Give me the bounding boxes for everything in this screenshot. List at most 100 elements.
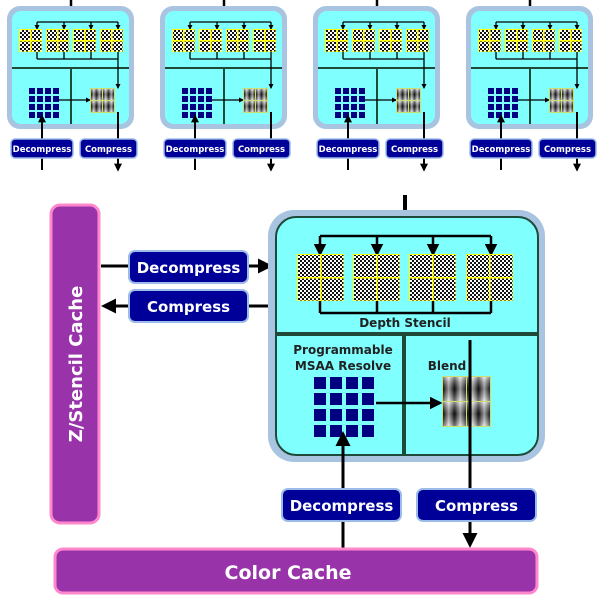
top-depth-stencil-tile-group [352,29,375,52]
depth-stencil-tile [31,30,42,40]
depth-stencil-tile [200,30,210,40]
blend-tile-shade [91,89,102,100]
msaa-sample-block [362,409,374,421]
msaa-sample-block [37,96,43,102]
blend-tile-shade [550,89,561,100]
depth-stencil-tile [467,255,489,277]
top-compress-label: Compress [544,145,591,155]
depth-stencil-tile [407,41,417,52]
color-compress-label: Compress [435,497,518,515]
depth-stencil-tile [58,30,69,40]
depth-stencil-tile [326,41,336,52]
msaa-sample-block [351,104,357,110]
msaa-sample-block [190,96,196,102]
z-decompress-label: Decompress [137,259,241,277]
msaa-sample-block [190,88,196,94]
depth-stencil-tile [490,255,513,277]
blend-tile-shade [244,89,255,100]
top-compress-box [538,138,597,159]
msaa-sample-block [45,88,51,94]
blend-tile-shade [397,89,408,100]
depth-stencil-tile [571,30,582,40]
msaa-sample-block [335,104,341,110]
msaa-sample-block [496,88,502,94]
msaa-sample-block [496,104,502,110]
top-depth-stencil-tile-group [73,29,96,52]
top-decompress-box [163,138,227,159]
depth-stencil-tile [85,30,96,40]
msaa-sample-block [346,409,358,421]
depth-stencil-tile [227,41,237,52]
depth-stencil-tile [74,41,84,52]
msaa-sample-block [198,96,204,102]
top-compress-box [232,138,291,159]
top-decompress-box [469,138,533,159]
top-decompress-label: Decompress [472,145,531,155]
color-decompress: Decompress [281,431,402,548]
depth-stencil-tile [506,30,516,40]
depth-stencil-tile [354,278,376,301]
msaa-sample-block [488,88,494,94]
z-compress-label: Compress [147,298,230,316]
top-depth-stencil-tile-group [226,29,249,52]
z-decompress-box [128,250,249,284]
msaa-sample-block [488,112,494,118]
top-compress-box [385,138,444,159]
top-compress-label: Compress [85,145,132,155]
color-decompress-label: Decompress [290,497,394,515]
msaa-sample-block [512,112,518,118]
top-depth-stencil-tile-group [19,29,42,52]
top-depth-stencil-tile-group [172,29,195,52]
msaa-sample-block [359,96,365,102]
depth-stencil-tile [173,41,183,52]
depth-stencil-tile [112,30,123,40]
z-stencil-cache-box [49,203,101,525]
depth-stencil-tile [184,41,195,52]
blend-tile-shade [409,89,420,100]
msaa-sample-block [351,112,357,118]
msaa-sample-block [343,104,349,110]
msaa-sample-block [359,88,365,94]
top-depth-stencil-tile-group [532,29,555,52]
depth-stencil-tile [354,255,376,277]
depth-stencil-tile [58,41,69,52]
msaa-sample-block [330,393,342,405]
blend-tile-shade [443,402,466,426]
depth-stencil-tile [101,30,111,40]
depth-stencil-tile [391,41,402,52]
depth-stencil-tiles [297,254,513,301]
depth-stencil-tile [20,30,30,40]
msaa-sample-block [488,96,494,102]
depth-stencil-tile [467,278,489,301]
depth-stencil-tile [410,278,432,301]
blend-tile-shade [409,101,420,112]
depth-stencil-tile [254,30,264,40]
depth-stencil-tile [391,30,402,40]
msaa-sample-block [343,96,349,102]
msaa-sample-block [53,96,59,102]
depth-stencil-tile [31,41,42,52]
depth-stencil-tile [353,30,363,40]
depth-stencil-tile [298,255,320,277]
depth-stencil-tile [184,30,195,40]
blend-tile-shade [443,377,466,401]
depth-stencil-label: Depth Stencil [359,316,451,330]
msaa-sample-block [198,88,204,94]
top-decompress-box [10,138,74,159]
depth-stencil-tile [533,41,543,52]
msaa-sample-block [190,104,196,110]
depth-stencil-tile [298,278,320,301]
top-depth-stencil-tile-group [199,29,222,52]
depth-stencil-tile [337,30,348,40]
depth-stencil-tile [517,41,528,52]
msaa-sample-block [29,96,35,102]
depth-stencil-tile [533,30,543,40]
msaa-sample-block [53,112,59,118]
msaa-sample-block [198,104,204,110]
msaa-sample-block [359,104,365,110]
blend-tile-shade [103,89,114,100]
blend-tile-shade [397,101,408,112]
top-depth-stencil-tile-group [253,29,276,52]
color-cache-box [53,547,539,595]
msaa-sample-block [29,112,35,118]
